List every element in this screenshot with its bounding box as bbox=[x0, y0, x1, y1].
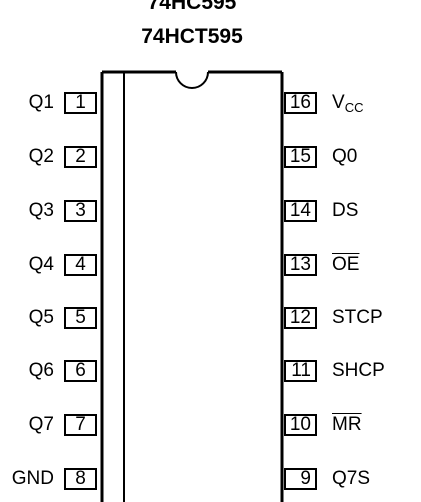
pin-number-15: 15 bbox=[284, 146, 317, 168]
pin-label-q4: Q4 bbox=[28, 254, 54, 275]
pin-number-13: 13 bbox=[284, 254, 317, 276]
pin-label-gnd: GND bbox=[11, 468, 54, 489]
pin-number-8: 8 bbox=[64, 468, 97, 490]
chip-title-74hc595: 74HC595 bbox=[147, 0, 237, 14]
pin-label-vcc-sub: CC bbox=[344, 100, 364, 115]
pin-label-q6: Q6 bbox=[28, 360, 54, 381]
pin-number-10: 10 bbox=[284, 414, 317, 436]
pin-label-ds: DS bbox=[332, 200, 359, 221]
pin-label-mr: MR bbox=[332, 414, 362, 435]
pin-number-6: 6 bbox=[64, 360, 97, 382]
pin-label-q0: Q0 bbox=[332, 146, 358, 167]
pin-label-q5: Q5 bbox=[28, 307, 54, 328]
chip-title-74hct595: 74HCT595 bbox=[141, 25, 243, 48]
pin-label-oe: OE bbox=[332, 254, 360, 275]
pin-label-q7s: Q7S bbox=[332, 468, 371, 489]
pin-number-2: 2 bbox=[64, 146, 97, 168]
pin-number-12: 12 bbox=[284, 307, 317, 329]
pin-label-q2: Q2 bbox=[28, 146, 54, 167]
pin-number-11: 11 bbox=[284, 360, 317, 382]
pin-number-14: 14 bbox=[284, 200, 317, 222]
pin-number-4: 4 bbox=[64, 254, 97, 276]
pin-number-7: 7 bbox=[64, 414, 97, 436]
pin-label-vcc: VCC bbox=[332, 92, 363, 119]
ic-body bbox=[100, 70, 284, 502]
pin-number-5: 5 bbox=[64, 307, 97, 329]
pin-label-q1: Q1 bbox=[28, 92, 54, 113]
pin1-notch bbox=[175, 71, 209, 89]
pin-number-3: 3 bbox=[64, 200, 97, 222]
pin-label-vcc-main: V bbox=[332, 92, 345, 113]
pin-label-q7: Q7 bbox=[28, 414, 54, 435]
pin-number-9: 9 bbox=[284, 468, 317, 490]
pin-label-q3: Q3 bbox=[28, 200, 54, 221]
pin-number-1: 1 bbox=[64, 92, 97, 114]
pin-number-16: 16 bbox=[284, 92, 317, 114]
pin-label-stcp: STCP bbox=[332, 307, 383, 328]
pin-label-shcp: SHCP bbox=[332, 360, 385, 381]
